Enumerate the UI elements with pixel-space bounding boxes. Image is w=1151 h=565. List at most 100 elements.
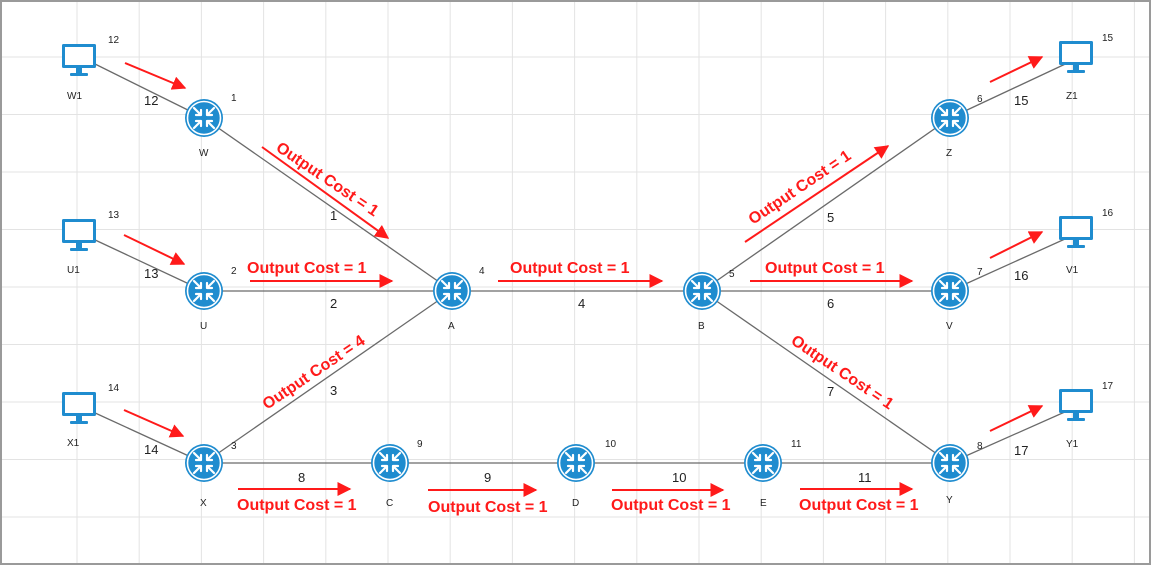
node-id: 3 — [231, 441, 237, 452]
computer-v1[interactable]: V1 16 — [1059, 208, 1114, 276]
direction-arrow-z-z1 — [989, 56, 1044, 83]
router-v[interactable]: V 7 — [929, 267, 983, 332]
node-id: 14 — [108, 383, 120, 394]
link-y-y1[interactable] — [949, 406, 1077, 464]
router-e[interactable]: E 11 — [742, 439, 802, 509]
router-icon — [183, 442, 225, 484]
node-id: 9 — [417, 439, 423, 450]
router-w[interactable]: W 1 — [183, 93, 237, 159]
computer-x1[interactable]: X1 14 — [62, 383, 120, 449]
link-label-v-v1: 16 — [1014, 268, 1028, 283]
links-layer — [92, 58, 1077, 464]
link-label-x-a: 3 — [330, 383, 337, 398]
node-id: 7 — [977, 267, 983, 278]
node-id: 2 — [231, 266, 237, 277]
router-z[interactable]: Z 6 — [929, 94, 983, 159]
node-name: Z1 — [1066, 91, 1078, 102]
link-b-y[interactable] — [701, 290, 951, 464]
node-name: V1 — [1066, 265, 1079, 276]
node-id: 16 — [1102, 208, 1114, 219]
node-id: 15 — [1102, 33, 1114, 44]
node-id: 4 — [479, 266, 485, 277]
link-v-v1[interactable] — [949, 233, 1077, 292]
link-w-a[interactable] — [203, 117, 453, 292]
router-u[interactable]: U 2 — [183, 266, 237, 332]
node-name: X — [200, 498, 207, 509]
computer-w1[interactable]: W1 12 — [62, 35, 120, 102]
router-icon — [929, 442, 971, 484]
output-cost-e-y: Output Cost = 1 — [799, 497, 919, 514]
node-id: 6 — [977, 94, 983, 105]
link-label-z-z1: 15 — [1014, 93, 1028, 108]
link-label-u1-u: 13 — [144, 266, 158, 281]
link-labels: 12 13 14 1 2 3 4 5 6 7 8 9 10 11 15 16 1… — [144, 93, 1028, 485]
link-label-w-a: 1 — [330, 208, 337, 223]
node-id: 5 — [729, 269, 735, 280]
direction-arrow-w1-w — [124, 62, 187, 90]
link-x-a[interactable] — [203, 290, 453, 464]
node-id: 8 — [977, 441, 983, 452]
link-label-a-b: 4 — [578, 296, 585, 311]
output-cost-u-a: Output Cost = 1 — [247, 260, 367, 277]
computer-u1[interactable]: U1 13 — [62, 210, 120, 276]
output-cost-d-e: Output Cost = 1 — [611, 497, 731, 514]
direction-arrow-w-a — [261, 146, 390, 239]
router-y[interactable]: Y 8 — [929, 441, 983, 506]
computer-z1[interactable]: Z1 15 — [1059, 33, 1114, 102]
router-icon — [929, 97, 971, 139]
router-x[interactable]: X 3 — [183, 441, 237, 509]
link-label-y-y1: 17 — [1014, 443, 1028, 458]
node-id: 12 — [108, 35, 120, 46]
link-label-b-z: 5 — [827, 210, 834, 225]
node-id: 17 — [1102, 381, 1114, 392]
node-name: X1 — [67, 438, 80, 449]
node-name: B — [698, 321, 705, 332]
node-name: W — [199, 148, 209, 159]
direction-arrow-x1-x — [123, 409, 185, 438]
link-label-e-y: 11 — [858, 470, 872, 485]
node-name: U1 — [67, 265, 80, 276]
node-name: E — [760, 498, 767, 509]
node-name: Y — [946, 495, 953, 506]
direction-arrows — [123, 56, 1044, 497]
link-u1-u[interactable] — [92, 238, 205, 292]
output-cost-b-v: Output Cost = 1 — [765, 260, 885, 277]
link-label-d-e: 10 — [672, 470, 686, 485]
direction-arrow-y-y1 — [989, 405, 1044, 432]
router-d[interactable]: D 10 — [555, 439, 617, 509]
link-z-z1[interactable] — [949, 58, 1077, 119]
link-x1-x[interactable] — [92, 411, 205, 464]
node-name: A — [448, 321, 455, 332]
link-label-x1-x: 14 — [144, 442, 158, 457]
link-label-x-c: 8 — [298, 470, 305, 485]
router-icon — [555, 442, 597, 484]
link-label-b-y: 7 — [827, 384, 834, 399]
router-icon — [929, 270, 971, 312]
output-cost-x-c: Output Cost = 1 — [237, 497, 357, 514]
node-name: V — [946, 321, 953, 332]
router-a[interactable]: A 4 — [431, 266, 485, 332]
link-label-c-d: 9 — [484, 470, 491, 485]
router-icon — [742, 442, 784, 484]
output-cost-c-d: Output Cost = 1 — [428, 499, 548, 516]
router-b[interactable]: B 5 — [681, 269, 735, 332]
node-name: C — [386, 498, 393, 509]
link-b-z[interactable] — [701, 117, 951, 292]
router-icon — [369, 442, 411, 484]
router-icon — [431, 270, 473, 312]
link-label-u-a: 2 — [330, 296, 337, 311]
router-c[interactable]: C 9 — [369, 439, 423, 509]
node-name: Y1 — [1066, 439, 1079, 450]
node-id: 10 — [605, 439, 617, 450]
computer-y1[interactable]: Y1 17 — [1059, 381, 1114, 450]
node-name: D — [572, 498, 579, 509]
node-name: U — [200, 321, 207, 332]
node-id: 11 — [791, 439, 802, 450]
node-name: Z — [946, 148, 952, 159]
node-id: 1 — [231, 93, 237, 104]
router-icon — [183, 270, 225, 312]
node-name: W1 — [67, 91, 82, 102]
link-w1-w[interactable] — [92, 62, 205, 119]
